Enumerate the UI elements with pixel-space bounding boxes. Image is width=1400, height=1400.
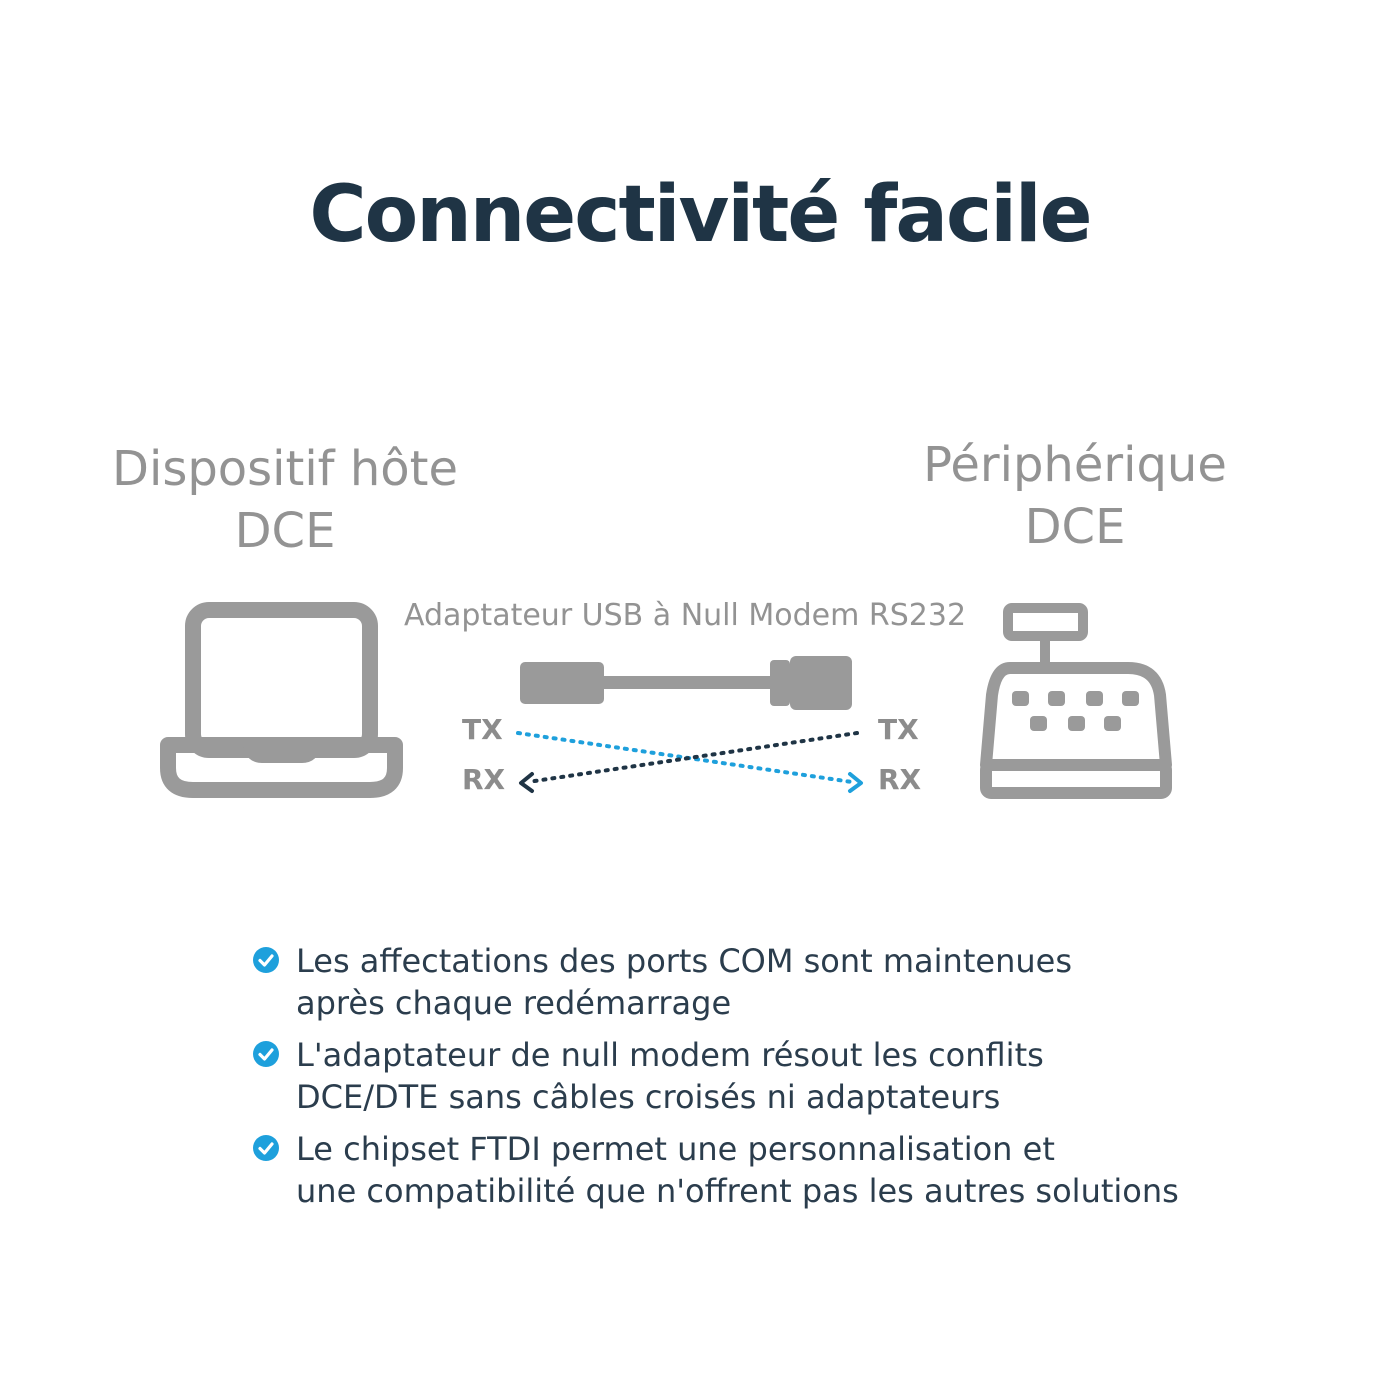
feature-text-line1: Les affectations des ports COM sont main… <box>296 942 1072 980</box>
feature-list: Les affectations des ports COM sont main… <box>252 940 1212 1222</box>
peripheral-device-name: Périphérique <box>923 437 1227 493</box>
host-tx-label: TX <box>462 713 503 746</box>
peripheral-tx-label: TX <box>878 713 919 746</box>
usb-serial-cable-icon <box>520 656 852 710</box>
feature-text-line1: Le chipset FTDI permet une personnalisat… <box>296 1130 1055 1168</box>
check-circle-icon <box>253 1041 279 1067</box>
tx-to-rx-line-blue <box>516 731 863 793</box>
feature-item: Le chipset FTDI permet une personnalisat… <box>252 1128 1212 1212</box>
feature-text-line2: une compatibilité que n'offrent pas les … <box>296 1172 1179 1210</box>
page-title: Connectivité facile <box>309 170 1092 260</box>
check-circle-icon <box>253 947 279 973</box>
feature-text-line1: L'adaptateur de null modem résout les co… <box>296 1036 1044 1074</box>
feature-item: Les affectations des ports COM sont main… <box>252 940 1212 1024</box>
peripheral-device-label: Périphérique DCE <box>890 434 1260 558</box>
laptop-icon <box>160 602 403 798</box>
host-device-type: DCE <box>234 503 336 559</box>
adapter-label: Adaptateur USB à Null Modem RS232 <box>403 598 967 633</box>
check-circle-icon <box>253 1135 279 1161</box>
host-device-label: Dispositif hôte DCE <box>90 438 480 562</box>
feature-text-line2: DCE/DTE sans câbles croisés ni adaptateu… <box>296 1078 1001 1116</box>
feature-text-line2: après chaque redémarrage <box>296 984 732 1022</box>
tx-to-rx-line-dark <box>519 731 859 793</box>
cash-register-icon <box>980 603 1172 799</box>
host-device-name: Dispositif hôte <box>112 441 458 497</box>
peripheral-device-type: DCE <box>1024 499 1126 555</box>
feature-item: L'adaptateur de null modem résout les co… <box>252 1034 1212 1118</box>
peripheral-rx-label: RX <box>878 763 922 796</box>
host-rx-label: RX <box>462 763 506 796</box>
